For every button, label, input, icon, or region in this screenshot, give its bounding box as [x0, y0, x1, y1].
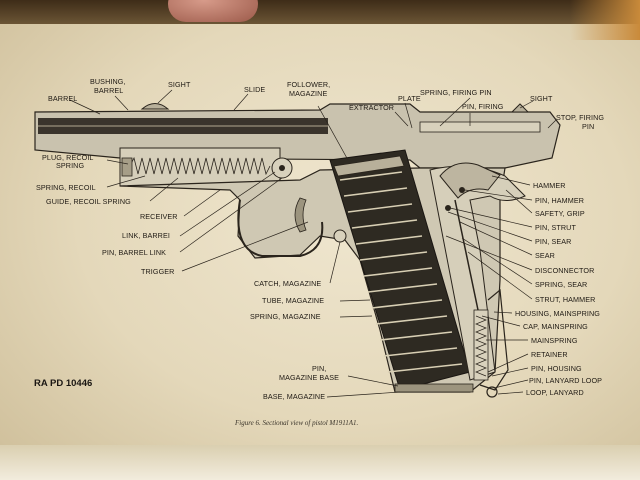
label-catch-magazine: CATCH, MAGAZINE — [254, 279, 321, 288]
label-stop-firing-pin-line1: STOP, FIRING — [556, 113, 604, 122]
label-follower-magazine-line2: MAGAZINE — [289, 89, 327, 98]
label-stop-firing-pin-line2: PIN — [582, 122, 594, 131]
book-cover-edge — [570, 0, 640, 40]
label-hammer: HAMMER — [533, 181, 566, 190]
label-bushing-barrel-line2: BARREL — [94, 86, 123, 95]
part-labels: BARREL BUSHING, BARREL SIGHT SLIDE FOLLO… — [36, 77, 604, 401]
label-base-magazine: BASE, MAGAZINE — [263, 392, 325, 401]
label-cap-mainspring: CAP, MAINSPRING — [523, 322, 588, 331]
leader-lines — [69, 89, 557, 398]
label-pin-strut: PIN, STRUT — [535, 223, 576, 232]
label-mainspring: MAINSPRING — [531, 336, 578, 345]
label-pin-firing: PIN, FIRING — [462, 102, 504, 111]
trigger-guard-shape — [237, 199, 324, 257]
label-sight-rear: SIGHT — [530, 94, 553, 103]
label-loop-lanyard: LOOP, LANYARD — [526, 388, 584, 397]
page-bottom-margin — [0, 445, 640, 480]
hammer-shape — [439, 162, 501, 199]
mainspring-shape — [473, 309, 489, 381]
label-plate: PLATE — [398, 94, 421, 103]
label-retainer: RETAINER — [531, 350, 568, 359]
label-extractor: EXTRACTOR — [349, 103, 394, 112]
label-pin-magazine-base-line2: MAGAZINE BASE — [279, 373, 339, 382]
label-receiver: RECEIVER — [140, 212, 178, 221]
label-pin-magazine-base-line1: PIN, — [312, 364, 326, 373]
label-plug-recoil-spring-line1: PLUG, RECOIL — [42, 153, 94, 162]
slide-shape — [34, 103, 561, 169]
label-housing-mainspring: HOUSING, MAINSPRING — [515, 309, 600, 318]
magazine-follower-shape — [333, 155, 405, 177]
label-disconnector: DISCONNECTOR — [535, 266, 594, 275]
label-link-barrel: LINK, BARREI — [122, 231, 170, 240]
dark-background-top — [0, 0, 640, 24]
label-bushing-barrel-line1: BUSHING, — [90, 77, 126, 86]
front-sight-shape — [140, 103, 170, 110]
label-spring-magazine: SPRING, MAGAZINE — [250, 312, 321, 321]
label-spring-firing-pin: SPRING, FIRING PIN — [420, 88, 492, 97]
label-sear: SEAR — [535, 251, 555, 260]
label-pin-lanyard-loop: PIN, LANYARD LOOP — [529, 376, 602, 385]
lanyard-loop-shape — [486, 386, 498, 398]
pistol-illustration — [34, 103, 561, 398]
label-pin-hammer: PIN, HAMMER — [535, 196, 584, 205]
label-safety-grip: SAFETY, GRIP — [535, 209, 585, 218]
label-sight-front: SIGHT — [168, 80, 191, 89]
label-pin-barrel-link: PIN, BARREL LINK — [102, 248, 166, 257]
recoil-spring-coils — [129, 156, 271, 176]
label-pin-sear: PIN, SEAR — [535, 237, 571, 246]
magazine-catch-shape — [333, 229, 347, 243]
label-tube-magazine: TUBE, MAGAZINE — [262, 296, 324, 305]
label-spring-sear: SPRING, SEAR — [535, 280, 587, 289]
label-slide: SLIDE — [244, 85, 265, 94]
magazine-base-shape — [394, 383, 474, 393]
label-plug-recoil-spring-line2: SPRING — [56, 161, 84, 170]
label-spring-recoil: SPRING, RECOIL — [36, 183, 96, 192]
label-trigger: TRIGGER — [141, 267, 174, 276]
figure-code: RA PD 10446 — [34, 378, 92, 389]
label-strut-hammer: STRUT, HAMMER — [535, 295, 595, 304]
label-guide-recoil-spring: GUIDE, RECOIL SPRING — [46, 197, 131, 206]
mainspring-housing-shape — [479, 288, 509, 391]
magazine-spring-coils — [339, 171, 463, 373]
firing-pin-shape — [419, 121, 541, 133]
fingertip — [168, 0, 258, 22]
label-barrel: BARREL — [48, 94, 77, 103]
label-pin-housing: PIN, HOUSING — [531, 364, 582, 373]
label-follower-magazine-line1: FOLLOWER, — [287, 80, 330, 89]
figure-caption: Figure 6. Sectional view of pistol M1911… — [234, 419, 359, 427]
